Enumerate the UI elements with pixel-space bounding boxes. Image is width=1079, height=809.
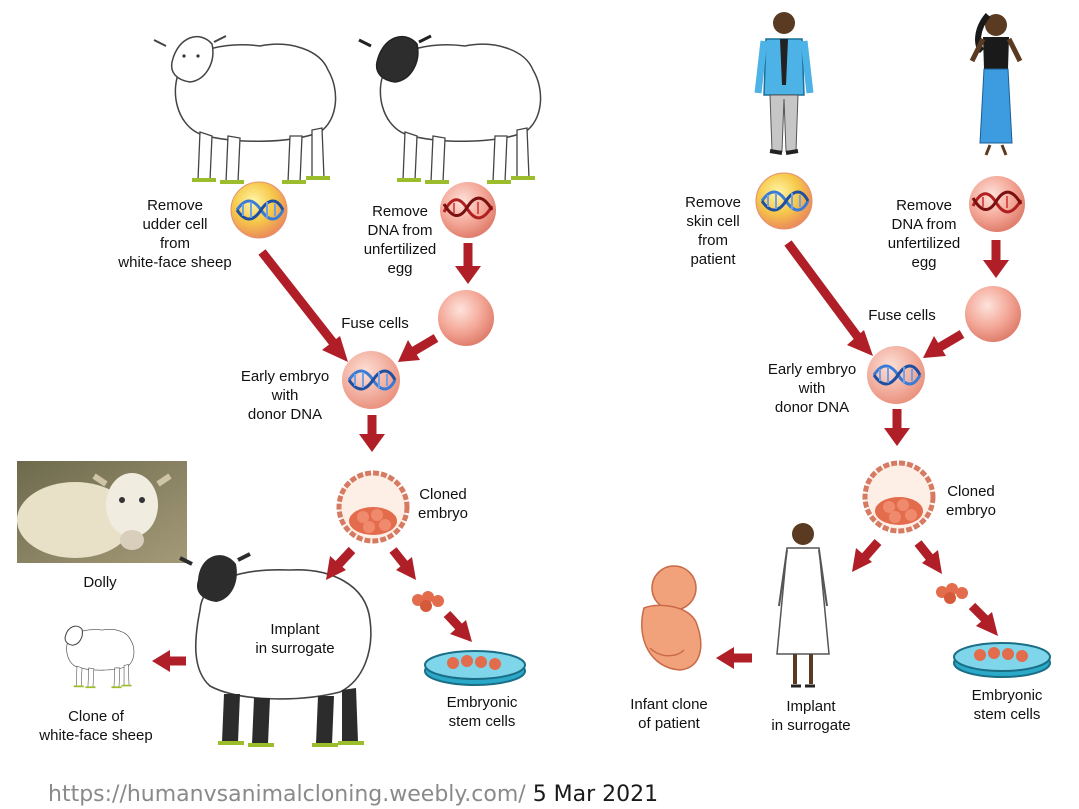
arrow-egg-down bbox=[455, 243, 481, 284]
dolly-photo bbox=[17, 461, 187, 563]
label-cloned-embryo-right: Cloned embryo bbox=[936, 482, 1006, 520]
arrow-donor-to-embryo bbox=[262, 252, 348, 362]
cloned-embryo bbox=[339, 473, 407, 541]
arrow-egg-down-right bbox=[983, 240, 1009, 278]
label-early-embryo: Early embryo with donor DNA bbox=[225, 367, 345, 424]
label-embryonic-stem-cells: Embryonic stem cells bbox=[430, 693, 534, 731]
surrogate-woman bbox=[777, 523, 829, 686]
petri-dish bbox=[425, 651, 525, 685]
white-face-sheep bbox=[154, 36, 336, 182]
arrow-to-surrogate-right bbox=[852, 542, 878, 572]
arrow-egg-to-embryo bbox=[398, 338, 436, 362]
arrow-skin-to-embryo bbox=[788, 243, 873, 356]
arrow-to-dish bbox=[447, 614, 472, 642]
arrow-to-clone bbox=[152, 650, 186, 672]
label-implant-surrogate-right: Implant in surrogate bbox=[755, 697, 867, 735]
arrow-to-infant bbox=[716, 647, 752, 669]
label-implant-surrogate: Implant in surrogate bbox=[240, 620, 350, 658]
label-remove-dna-egg: Remove DNA from unfertilized egg bbox=[345, 202, 455, 278]
arrow-to-stem-cluster bbox=[393, 550, 416, 580]
label-cloned-embryo: Cloned embryo bbox=[408, 485, 478, 523]
label-clone-of-sheep: Clone of white-face sheep bbox=[20, 707, 172, 745]
label-early-embryo-right: Early embryo with donor DNA bbox=[752, 360, 872, 417]
enucleated-egg-right bbox=[965, 286, 1021, 342]
label-fuse-cells-right: Fuse cells bbox=[852, 306, 952, 325]
infant-clone bbox=[642, 566, 701, 670]
female-donor bbox=[972, 14, 1020, 155]
arrow-to-dish-right bbox=[972, 606, 998, 636]
label-remove-udder-cell: Remove udder cell from white-face sheep bbox=[100, 196, 250, 272]
label-infant-clone: Infant clone of patient bbox=[614, 695, 724, 733]
arrow-embryo-down bbox=[359, 415, 385, 452]
label-dolly: Dolly bbox=[70, 573, 130, 592]
black-face-sheep bbox=[359, 36, 541, 182]
arrow-to-surrogate bbox=[326, 550, 352, 580]
source-url-link[interactable]: https://humanvsanimalcloning.weebly.com/ bbox=[48, 782, 526, 807]
early-embryo-cell bbox=[342, 351, 400, 409]
label-remove-dna-egg-right: Remove DNA from unfertilized egg bbox=[868, 196, 980, 272]
label-embryonic-stem-cells-right: Embryonic stem cells bbox=[955, 686, 1059, 724]
early-embryo-cell-right bbox=[867, 346, 925, 404]
arrow-embryo-down-right bbox=[884, 409, 910, 446]
clone-sheep bbox=[65, 626, 134, 687]
cloned-embryo-right bbox=[865, 463, 933, 531]
donor-skin-cell bbox=[756, 173, 812, 229]
embryonic-cell-cluster bbox=[412, 591, 444, 612]
petri-dish-right bbox=[954, 643, 1050, 677]
enucleated-egg bbox=[438, 290, 494, 346]
source-date: 5 Mar 2021 bbox=[533, 782, 658, 807]
label-remove-skin-cell: Remove skin cell from patient bbox=[670, 193, 756, 269]
embryonic-cell-cluster-right bbox=[936, 583, 968, 604]
male-patient bbox=[758, 12, 810, 153]
label-fuse-cells: Fuse cells bbox=[325, 314, 425, 333]
source-footer: https://humanvsanimalcloning.weebly.com/… bbox=[48, 782, 658, 807]
arrow-egg-to-embryo-right bbox=[923, 334, 962, 358]
arrow-to-stem-cluster-right bbox=[918, 543, 942, 574]
